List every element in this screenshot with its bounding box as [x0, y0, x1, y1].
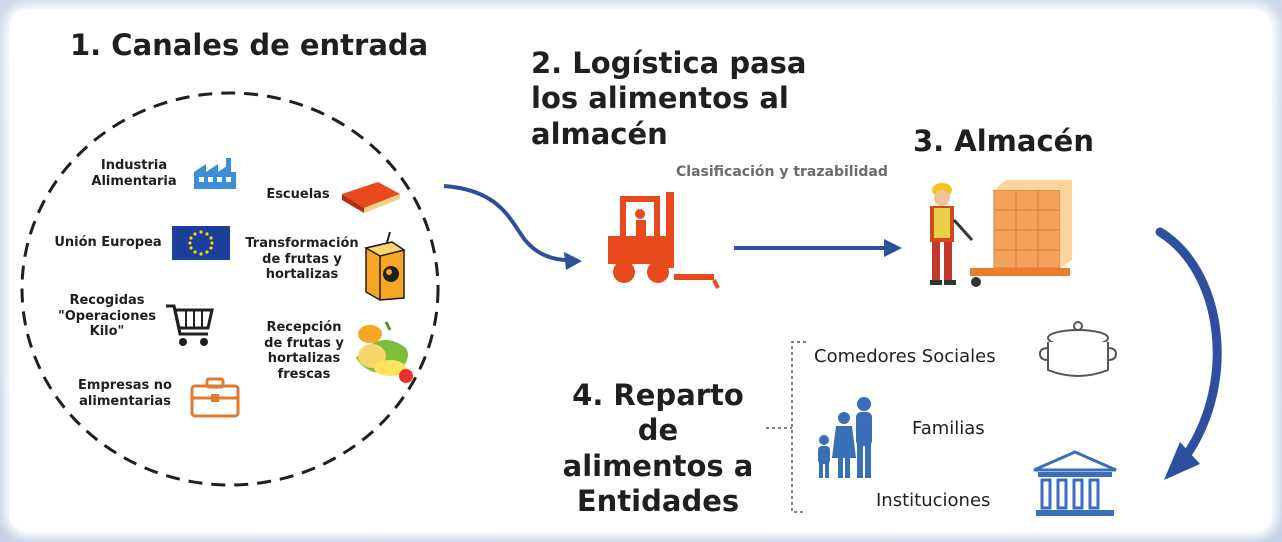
institution-building-icon: [1033, 450, 1117, 516]
channel-label-union-europea: Unión Europea: [54, 235, 162, 250]
cooking-pot-icon: [1038, 321, 1118, 377]
step3-title: 3. Almacén: [913, 124, 1094, 158]
step2-subtitle: Clasificación y trazabilidad: [676, 164, 888, 180]
channel-label-industria: Industria Alimentaria: [91, 158, 177, 189]
entity-label-instituciones: Instituciones: [876, 490, 991, 511]
step2-title: 2. Logística pasa los alimentos al almac…: [531, 46, 807, 151]
shopping-cart-icon: [166, 304, 214, 346]
briefcase-icon: [190, 377, 240, 418]
channel-label-recepcion: Recepción de frutas y hortalizas frescas: [264, 320, 344, 382]
channel-label-recogidas: Recogidas "Operaciones Kilo": [57, 293, 157, 340]
book-icon: [342, 182, 400, 213]
family-icon: [818, 397, 872, 478]
entity-label-familias: Familias: [912, 418, 985, 439]
warehouse-worker-icon: [930, 180, 1072, 287]
channel-label-escuelas: Escuelas: [266, 187, 330, 202]
forklift-icon: [608, 192, 720, 289]
step4-title: 4. Reparto de alimentos a Entidades: [562, 378, 754, 519]
step1-title: 1. Canales de entrada: [70, 28, 429, 62]
channel-label-empresas: Empresas no alimentarias: [78, 378, 172, 409]
channel-label-transformacion: Transformación de frutas y hortalizas: [245, 236, 359, 283]
fruit-basket-icon: [356, 321, 413, 383]
factory-icon: [194, 158, 236, 189]
entity-label-comedores: Comedores Sociales: [814, 346, 996, 367]
eu-flag-icon: [172, 226, 230, 260]
juice-box-icon: [363, 231, 406, 301]
